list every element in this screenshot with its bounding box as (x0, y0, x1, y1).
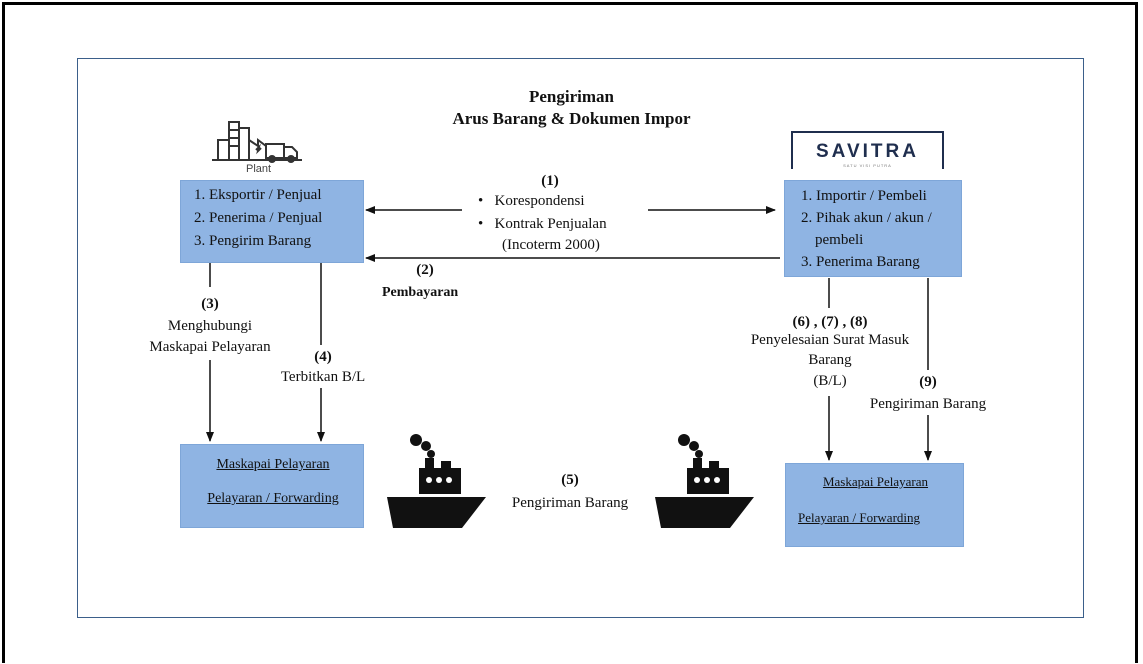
step678-line-3: (B/L) (813, 373, 847, 389)
step678-number: (6) , (7) , (8) (792, 314, 868, 330)
step1-bullet-1-text: Korespondensi (494, 193, 585, 209)
exporter-item-2: 2. Penerima / Penjual (194, 210, 323, 226)
carrier-left-line-1: Maskapai Pelayaran (216, 457, 330, 472)
savitra-brand: SAVITRA (816, 141, 919, 162)
exporter-item-3: 3. Pengirim Barang (194, 233, 312, 249)
savitra-tagline: SATU VISI PUTRA (843, 163, 892, 168)
title-line-2: Arus Barang & Dokumen Impor (452, 109, 691, 128)
diagram-border (77, 58, 1084, 618)
step1-bullet-2-text: Kontrak Penjualan (494, 216, 607, 232)
step3-line-2: Maskapai Pelayaran (149, 339, 271, 355)
importer-item-2b: pembeli (815, 232, 864, 248)
carrier-box-right: Maskapai Pelayaran Pelayaran / Forwardin… (785, 463, 964, 547)
step3-number: (3) (201, 296, 219, 312)
step1-bullet-2: • Kontrak Penjualan (478, 216, 607, 232)
step9-number: (9) (919, 374, 937, 390)
step5-number: (5) (561, 472, 579, 488)
step678-line-1: Penyelesaian Surat Masuk (750, 332, 910, 348)
carrier-left-line-2: Pelayaran / Forwarding (207, 491, 339, 506)
plant-caption: Plant (246, 163, 272, 175)
step1-number: (1) (541, 173, 559, 189)
step678-line-2: Barang (808, 352, 852, 368)
carrier-right-line-1: Maskapai Pelayaran (822, 474, 929, 489)
importer-item-3: 3. Penerima Barang (801, 254, 920, 270)
importer-box: 1. Importir / Pembeli 2. Pihak akun / ak… (784, 180, 962, 277)
step2-number: (2) (416, 262, 434, 278)
title-line-1: Pengiriman (529, 87, 614, 106)
importer-item-1: 1. Importir / Pembeli (801, 188, 927, 204)
importer-item-2: 2. Pihak akun / akun / (801, 210, 932, 226)
step4-number: (4) (314, 349, 332, 365)
carrier-box-left: Maskapai Pelayaran Pelayaran / Forwardin… (180, 444, 364, 528)
step9-label: Pengiriman Barang (869, 396, 987, 412)
savitra-logo: SAVITRA SATU VISI PUTRA (791, 131, 944, 169)
step5-label: Pengiriman Barang (511, 495, 629, 511)
step2-label: Pembayaran (382, 285, 459, 300)
step3-line-1: Menghubungi (167, 318, 253, 334)
step4-label: Terbitkan B/L (280, 369, 366, 385)
carrier-right-line-2: Pelayaran / Forwarding (798, 510, 921, 525)
step1-extra: (Incoterm 2000) (502, 237, 600, 253)
exporter-box: 1. Eksportir / Penjual 2. Penerima / Pen… (180, 180, 364, 263)
exporter-item-1: 1. Eksportir / Penjual (194, 187, 322, 203)
step1-bullet-1: • Korespondensi (478, 193, 585, 209)
